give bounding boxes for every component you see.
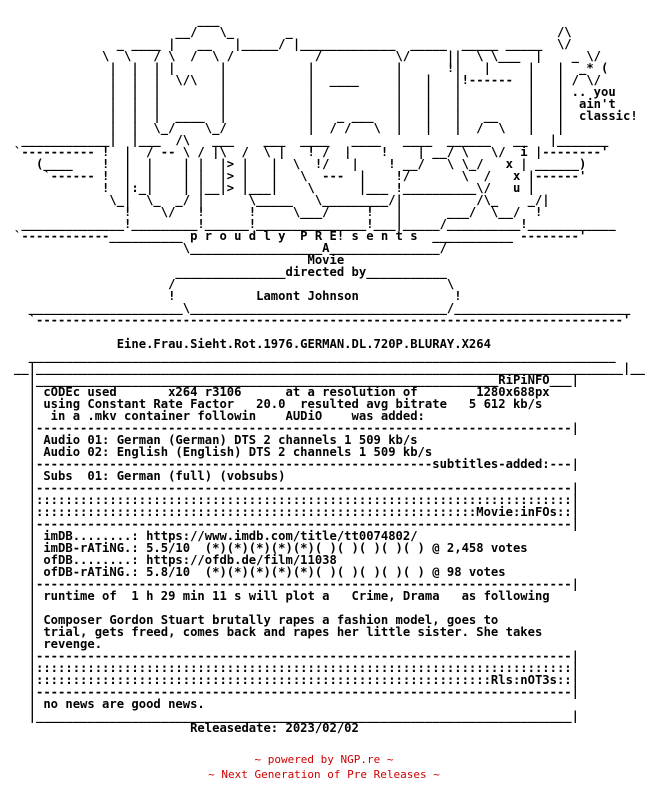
footer-tagline: ~ Next Generation of Pre Releases ~: [208, 768, 440, 781]
footer-powered-by: ~ powered by NGP.re ~: [254, 753, 394, 766]
nfo-text: ___ __/ \_ _ /\ _ ____ | __ |_____/ |___…: [14, 13, 646, 735]
